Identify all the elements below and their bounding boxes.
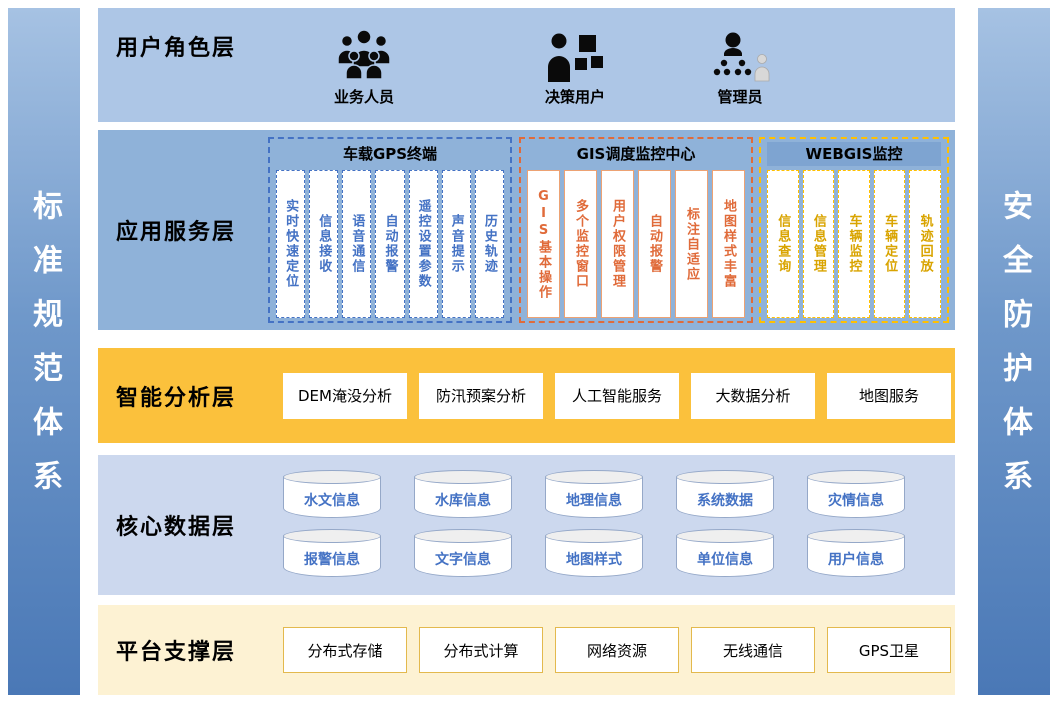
- analysis-boxes: DEM淹没分析 防汛预案分析 人工智能服务 大数据分析 地图服务: [283, 372, 951, 419]
- layer-application-service: 应用服务层 车载GPS终端 实时快速定位 信息接收 语音通信 自动报警 遥控设置…: [98, 130, 955, 330]
- feature-column: 车辆监控: [838, 170, 870, 318]
- group-title: WEBGIS监控: [767, 142, 941, 166]
- cylinder-top: [283, 529, 381, 543]
- feature-column: 车辆定位: [873, 170, 906, 318]
- feature-column: 声音提示: [441, 170, 471, 318]
- analysis-box: 防汛预案分析: [419, 372, 543, 419]
- admin-icon: [675, 24, 805, 82]
- layer-core-data: 核心数据层 水文信息 水库信息 地理信息 系统数据 灾情信息: [98, 455, 955, 595]
- layer-title-application-service: 应用服务层: [116, 220, 237, 245]
- business-users-icon: [299, 24, 429, 82]
- cylinder-top: [283, 470, 381, 484]
- cylinder-label: 水库信息: [435, 493, 491, 509]
- group-title: 车载GPS终端: [342, 145, 438, 163]
- role-label: 管理员: [717, 88, 763, 106]
- data-cylinders-row-2: 报警信息 文字信息 地图样式 单位信息 用户信息: [283, 529, 905, 577]
- feature-columns: 实时快速定位 信息接收 语音通信 自动报警 遥控设置参数 声音提示 历史轨迹: [276, 170, 504, 318]
- feature-column: 自动报警: [638, 170, 671, 318]
- layer-user-role: 用户角色层: [98, 8, 955, 122]
- layer-title-core-data: 核心数据层: [116, 515, 237, 540]
- cylinder-top: [545, 529, 643, 543]
- platform-box: 分布式计算: [419, 627, 543, 673]
- analysis-box: DEM淹没分析: [283, 372, 407, 419]
- cylinder-label: 灾情信息: [828, 493, 884, 509]
- cylinder-label: 地图样式: [566, 552, 622, 568]
- app-group-gis-dispatch-center: GIS调度监控中心 GIS基本操作 多个监控窗口 用户权限管理 自动报警 标注自…: [519, 137, 753, 323]
- cylinder-label: 用户信息: [828, 552, 884, 568]
- layer-title-intelligent-analysis: 智能分析层: [116, 385, 237, 411]
- feature-columns: 信息查询 信息管理 车辆监控 车辆定位 轨迹回放: [767, 170, 941, 318]
- db-cylinder: 水文信息: [283, 470, 381, 518]
- feature-column: 信息接收: [309, 170, 339, 318]
- decision-users-icon: [510, 24, 640, 82]
- cylinder-top: [676, 529, 774, 543]
- left-pillar-standards: 标准规范体系: [8, 8, 80, 695]
- feature-column: 地图样式丰富: [712, 170, 745, 318]
- cylinder-label: 单位信息: [697, 552, 753, 568]
- feature-column: 轨迹回放: [909, 170, 941, 318]
- feature-column: 遥控设置参数: [408, 170, 438, 318]
- db-cylinder: 文字信息: [414, 529, 512, 577]
- feature-column: 信息管理: [802, 170, 835, 318]
- analysis-box: 大数据分析: [691, 372, 815, 419]
- data-cylinders-row-1: 水文信息 水库信息 地理信息 系统数据 灾情信息: [283, 470, 905, 518]
- layer-intelligent-analysis: 智能分析层 DEM淹没分析 防汛预案分析 人工智能服务 大数据分析 地图服务: [98, 348, 955, 443]
- feature-column: 历史轨迹: [474, 170, 504, 318]
- role-label: 决策用户: [544, 88, 605, 106]
- db-cylinder: 地图样式: [545, 529, 643, 577]
- cylinder-top: [807, 470, 905, 484]
- db-cylinder: 单位信息: [676, 529, 774, 577]
- role-business-users: 业务人员: [299, 24, 429, 107]
- platform-box: 网络资源: [555, 627, 679, 673]
- role-decision-users: 决策用户: [510, 24, 640, 107]
- platform-box: GPS卫星: [827, 627, 951, 673]
- layer-title-platform-support: 平台支撑层: [116, 640, 237, 665]
- platform-box: 无线通信: [691, 627, 815, 673]
- feature-column: GIS基本操作: [527, 170, 560, 318]
- feature-column: 标注自适应: [675, 170, 708, 318]
- cylinder-top: [414, 470, 512, 484]
- feature-column: 多个监控窗口: [564, 170, 597, 318]
- cylinder-label: 报警信息: [304, 552, 360, 568]
- cylinder-label: 文字信息: [435, 552, 491, 568]
- role-label: 业务人员: [333, 88, 394, 106]
- feature-column: 用户权限管理: [601, 170, 634, 318]
- right-pillar-security: 安全防护体系: [978, 8, 1050, 695]
- feature-column: 语音通信: [342, 170, 372, 318]
- feature-column: 信息查询: [767, 170, 799, 318]
- db-cylinder: 系统数据: [676, 470, 774, 518]
- db-cylinder: 地理信息: [545, 470, 643, 518]
- feature-column: 自动报警: [375, 170, 405, 318]
- feature-columns: GIS基本操作 多个监控窗口 用户权限管理 自动报警 标注自适应 地图样式丰富: [527, 170, 745, 318]
- platform-boxes: 分布式存储 分布式计算 网络资源 无线通信 GPS卫星: [283, 627, 951, 673]
- analysis-box: 地图服务: [827, 372, 951, 419]
- layer-platform-support: 平台支撑层 分布式存储 分布式计算 网络资源 无线通信 GPS卫星: [98, 605, 955, 695]
- db-cylinder: 水库信息: [414, 470, 512, 518]
- feature-column: 实时快速定位: [276, 170, 306, 318]
- cylinder-top: [676, 470, 774, 484]
- cylinder-label: 系统数据: [697, 493, 753, 509]
- db-cylinder: 灾情信息: [807, 470, 905, 518]
- cylinder-top: [807, 529, 905, 543]
- cylinder-top: [545, 470, 643, 484]
- platform-box: 分布式存储: [283, 627, 407, 673]
- layer-title-user-role: 用户角色层: [116, 36, 237, 61]
- cylinder-top: [414, 529, 512, 543]
- role-admin: 管理员: [675, 24, 805, 107]
- cylinder-label: 地理信息: [566, 493, 622, 509]
- app-group-vehicle-gps: 车载GPS终端 实时快速定位 信息接收 语音通信 自动报警 遥控设置参数 声音提…: [268, 137, 512, 323]
- cylinder-label: 水文信息: [304, 493, 360, 509]
- db-cylinder: 报警信息: [283, 529, 381, 577]
- db-cylinder: 用户信息: [807, 529, 905, 577]
- group-title: GIS调度监控中心: [576, 145, 696, 163]
- analysis-box: 人工智能服务: [555, 372, 679, 419]
- app-group-webgis-monitor: WEBGIS监控 信息查询 信息管理 车辆监控 车辆定位 轨迹回放: [759, 137, 949, 323]
